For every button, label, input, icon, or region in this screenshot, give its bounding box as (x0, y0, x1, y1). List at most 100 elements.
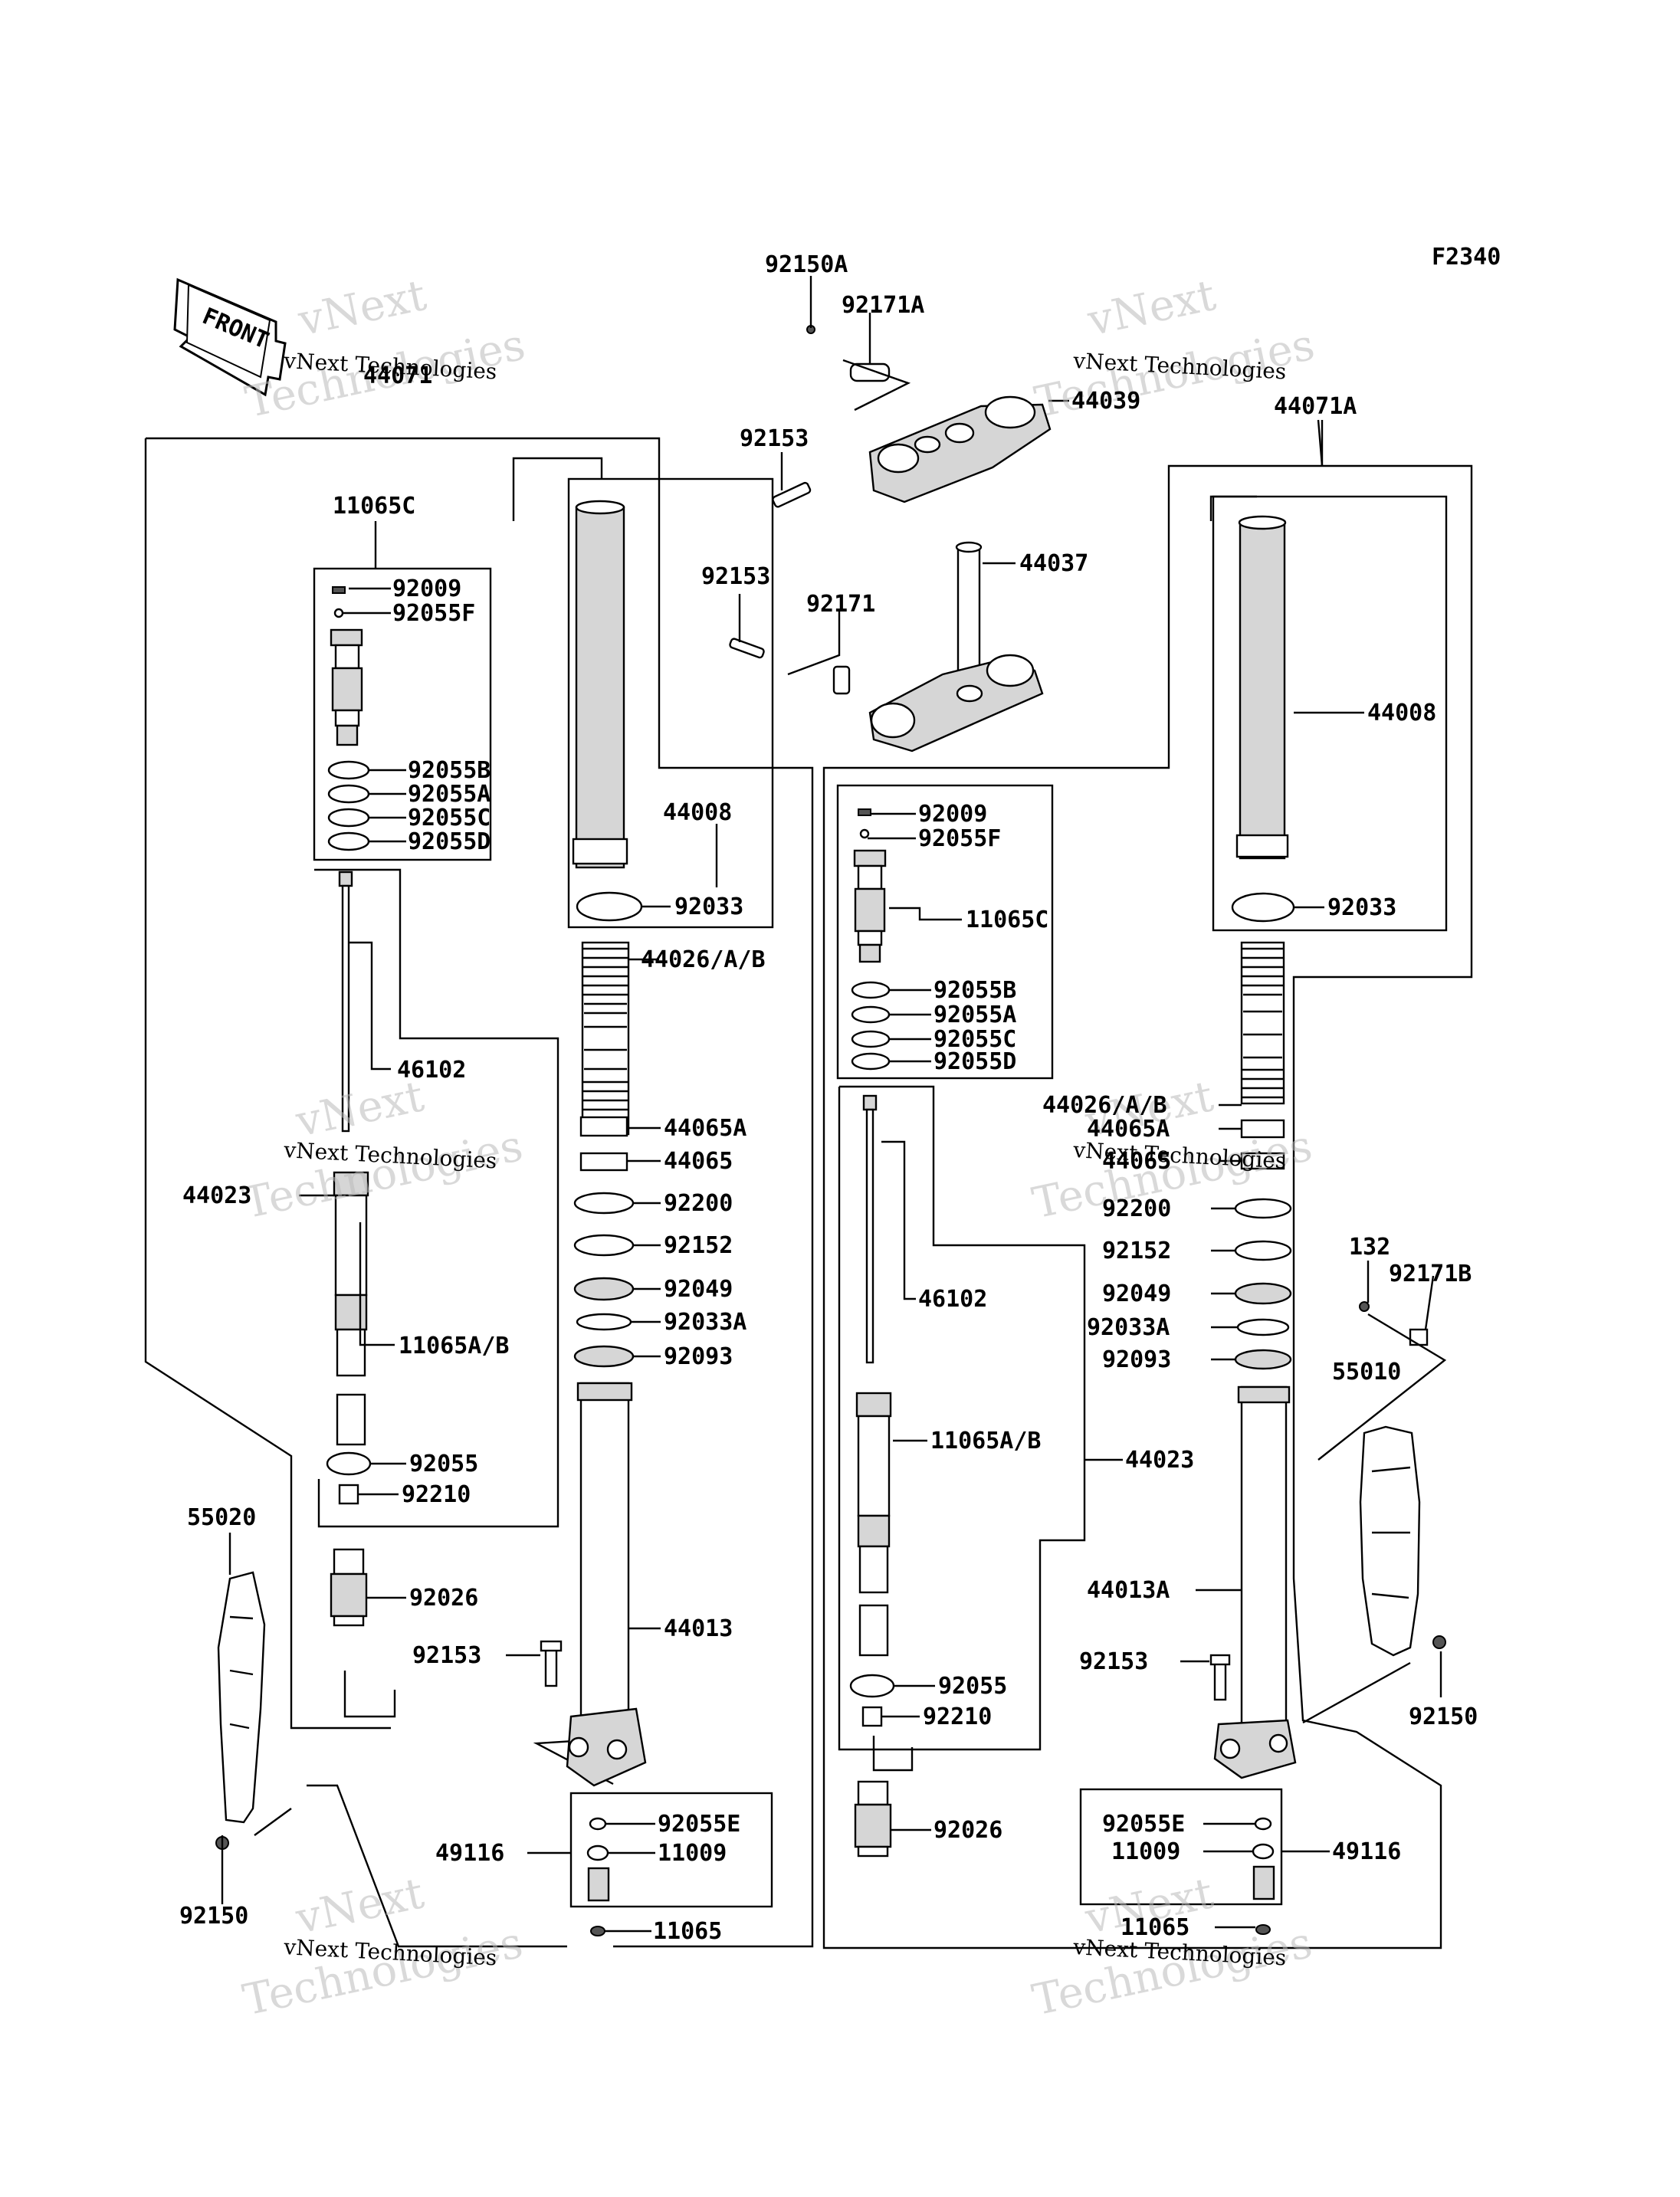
left-cartridge-cap (330, 586, 363, 746)
left-oring-92055A (327, 784, 370, 804)
part-label: 92055E (1102, 1811, 1185, 1838)
right-rod-46102 (862, 1094, 878, 1364)
right-oilseal-92049 (1234, 1282, 1292, 1305)
lower-triple-clamp (832, 654, 1044, 753)
part-label: 44037 (1019, 550, 1088, 577)
part-label: 44008 (663, 799, 732, 826)
part-label: 11009 (1111, 1838, 1180, 1865)
left-spacer-44065A (579, 1116, 628, 1137)
part-label: 92171 (806, 591, 875, 618)
part-label: 44065A (1087, 1116, 1170, 1143)
part-label: 92055D (934, 1048, 1016, 1075)
part-label: 92153 (1079, 1648, 1148, 1675)
part-label: 92171A (842, 292, 924, 319)
left-oring-11009 (586, 1844, 609, 1861)
part-label: 46102 (918, 1286, 987, 1313)
part-label: 92033 (674, 894, 743, 920)
left-ring-92033 (576, 891, 643, 922)
part-label: 92055B (934, 977, 1016, 1004)
watermark-mid-left: vNext Technologies (238, 1071, 527, 1229)
part-label: 92093 (664, 1343, 733, 1370)
right-guard-leader (1302, 1661, 1411, 1724)
right-ring-92033 (1231, 892, 1295, 923)
part-label: 44013A (1087, 1577, 1170, 1604)
part-label: 92055E (658, 1811, 740, 1838)
right-cartridge-44023 (855, 1392, 892, 1657)
left-oilseal-92049 (573, 1277, 635, 1301)
part-label: 92026 (934, 1817, 1002, 1844)
leader-lines (228, 276, 1442, 1933)
part-label: 92210 (402, 1481, 471, 1508)
part-label: 44026/A/B (1042, 1092, 1167, 1119)
part-label: 11065A/B (930, 1428, 1042, 1454)
part-label: 92093 (1102, 1346, 1171, 1373)
right-oring-92055E (1254, 1817, 1272, 1831)
svg-text:vNext: vNext (294, 271, 431, 346)
left-inner-tube-44013 (566, 1382, 647, 1787)
left-oring-92055C (327, 808, 370, 828)
part-label: 44008 (1367, 700, 1436, 726)
part-label: 92026 (409, 1585, 478, 1612)
part-label: 92153 (701, 563, 770, 590)
part-label: 55020 (187, 1504, 256, 1531)
left-oring-92055 (326, 1451, 372, 1476)
part-label: 92171B (1389, 1261, 1472, 1287)
right-collar-92210 (861, 1706, 883, 1727)
figure-code: F2340 (1432, 244, 1501, 271)
svg-text:Technologies: Technologies (238, 1918, 527, 2026)
part-label: 44065 (1102, 1148, 1171, 1175)
left-cartridge-44023 (333, 1171, 369, 1446)
part-label: 44071 (363, 362, 432, 389)
part-label: 92152 (1102, 1238, 1171, 1264)
left-oring-92055D (327, 831, 370, 851)
part-label: 92055B (408, 757, 491, 784)
part-label: 49116 (1332, 1838, 1401, 1865)
part-label: 92055D (408, 828, 491, 855)
part-label: 44071A (1274, 393, 1357, 420)
svg-text:Technologies: Technologies (238, 1121, 527, 1229)
right-oring-92055C (851, 1030, 891, 1048)
part-label: 92055 (938, 1673, 1007, 1700)
right-clip-92033A (1236, 1318, 1290, 1336)
right-outer-tube-44008 (1235, 515, 1289, 860)
part-label: 92055C (408, 805, 491, 831)
right-inner-tube-44013A (1213, 1385, 1297, 1779)
right-bushing-92200 (1234, 1198, 1292, 1219)
right-base-valve-92026 (854, 1780, 892, 1858)
part-label: 44023 (1125, 1447, 1194, 1474)
part-label: 92033A (1087, 1314, 1170, 1341)
left-dustseal-92093 (573, 1345, 635, 1368)
part-label: 44023 (182, 1182, 251, 1209)
right-guard-leader-2 (1317, 1313, 1447, 1461)
right-bolt-11065 (1255, 1924, 1271, 1935)
part-label: 11065C (966, 907, 1048, 933)
part-label: 11065C (333, 493, 415, 520)
right-oring-11009 (1252, 1843, 1275, 1860)
part-label: 92055 (409, 1451, 478, 1477)
left-valve-49116 (587, 1867, 610, 1902)
right-cartridge-cap (853, 808, 887, 963)
part-label: 44065A (664, 1115, 746, 1142)
left-spring-44026 (581, 941, 630, 1136)
part-label: 132 (1349, 1234, 1390, 1261)
right-guard-55010 (1359, 1301, 1446, 1657)
upper-triple-clamp (868, 395, 1052, 503)
right-bushing-92152 (1234, 1240, 1292, 1261)
part-label: 92153 (412, 1642, 481, 1669)
left-bolt-11065 (590, 1926, 605, 1936)
part-label: 92055F (392, 600, 475, 627)
right-oring-92055D (851, 1052, 891, 1071)
part-label: 11065A/B (399, 1333, 510, 1359)
bolt-92153-mid (729, 638, 765, 659)
right-dustseal-92093 (1234, 1349, 1292, 1370)
part-label: 49116 (435, 1840, 504, 1867)
svg-text:vNext: vNext (291, 1868, 428, 1944)
part-label: 46102 (397, 1057, 466, 1084)
part-label: 11065 (653, 1918, 722, 1945)
part-label: 92152 (664, 1232, 733, 1259)
part-label: 55010 (1332, 1359, 1401, 1385)
right-oring-92055B (851, 981, 891, 999)
watermark-bottom-left: vNext Technologies (238, 1868, 527, 2026)
left-oring-92055E (589, 1817, 607, 1831)
part-label: 44026/A/B (641, 946, 766, 973)
